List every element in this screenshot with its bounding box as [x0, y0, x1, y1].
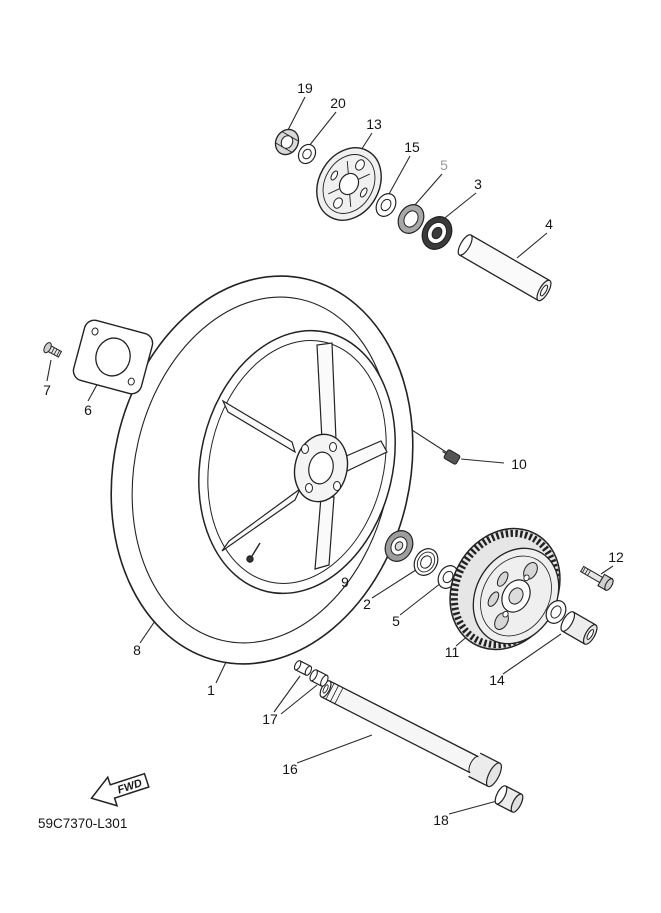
spoke — [221, 487, 302, 552]
oil-seal-2 — [413, 548, 439, 576]
leader-line — [600, 565, 614, 575]
leader-line — [516, 232, 548, 259]
leader-line — [371, 567, 420, 599]
valve-stem — [246, 542, 261, 563]
callout-12: 12 — [608, 549, 624, 565]
callout-6: 6 — [84, 402, 92, 418]
leader-line — [280, 684, 318, 715]
leader-line — [413, 173, 443, 207]
pulley-bolt — [579, 565, 614, 591]
fwd-arrow-shape — [90, 772, 150, 807]
collar-14 — [560, 611, 598, 645]
callout-19: 19 — [297, 80, 313, 96]
callout-labels: 19 20 13 15 5 3 4 7 6 10 12 9 2 5 11 8 1… — [43, 80, 624, 828]
hub-bolt-hole — [301, 444, 309, 454]
leader-line — [308, 111, 337, 147]
leader-line — [448, 800, 498, 815]
callout-17: 17 — [262, 711, 278, 727]
axle-shaft — [319, 680, 502, 788]
leader-line — [502, 633, 562, 675]
callout-2: 2 — [363, 596, 371, 612]
washer-15 — [375, 193, 397, 217]
callout-11: 11 — [445, 644, 460, 660]
callout-5-bottom: 5 — [392, 613, 400, 629]
callout-7: 7 — [43, 382, 51, 398]
bearing-3 — [421, 216, 453, 250]
hub-bolt-hole — [329, 442, 337, 452]
callout-5-top: 5 — [440, 157, 448, 173]
callout-13: 13 — [366, 116, 382, 132]
callout-9: 9 — [341, 574, 349, 590]
axle-spacer-small-2 — [309, 669, 329, 687]
retainer-plate — [72, 319, 154, 395]
callout-16: 16 — [282, 761, 298, 777]
axle-spacer-small — [293, 660, 313, 676]
axle-nut — [274, 128, 300, 156]
hub-flange — [316, 147, 382, 221]
axle-spacer — [457, 234, 552, 302]
fwd-arrow: FWD — [90, 772, 150, 807]
callout-20: 20 — [330, 95, 346, 111]
wheel-hub — [293, 433, 349, 503]
callout-8: 8 — [133, 642, 141, 658]
callout-18: 18 — [433, 812, 449, 828]
leader-line — [460, 458, 505, 464]
hub-bolt-hole — [305, 483, 313, 493]
balance-weight — [442, 449, 461, 465]
callout-14: 14 — [489, 672, 505, 688]
leader-line — [287, 96, 306, 131]
washer-14a — [545, 600, 567, 624]
callout-3: 3 — [474, 176, 482, 192]
oil-seal-top — [397, 204, 425, 234]
axle-end-cap — [494, 785, 524, 813]
spoke — [221, 399, 297, 454]
leader-line — [440, 192, 477, 222]
hub-bolt-hole — [333, 481, 341, 491]
bolt-7 — [43, 342, 63, 358]
callout-1: 1 — [207, 682, 215, 698]
diagram-code: 59C7370-L301 — [38, 816, 127, 831]
washer-20 — [297, 143, 317, 165]
leader-line — [399, 582, 442, 616]
leader-line — [388, 155, 411, 195]
driven-pulley — [449, 527, 561, 651]
callout-10: 10 — [511, 456, 527, 472]
callout-15: 15 — [404, 139, 420, 155]
callout-4: 4 — [545, 216, 553, 232]
leader-line — [296, 734, 373, 764]
leader-line — [46, 359, 52, 382]
leader-line — [273, 675, 301, 713]
bearing-9 — [384, 530, 414, 562]
